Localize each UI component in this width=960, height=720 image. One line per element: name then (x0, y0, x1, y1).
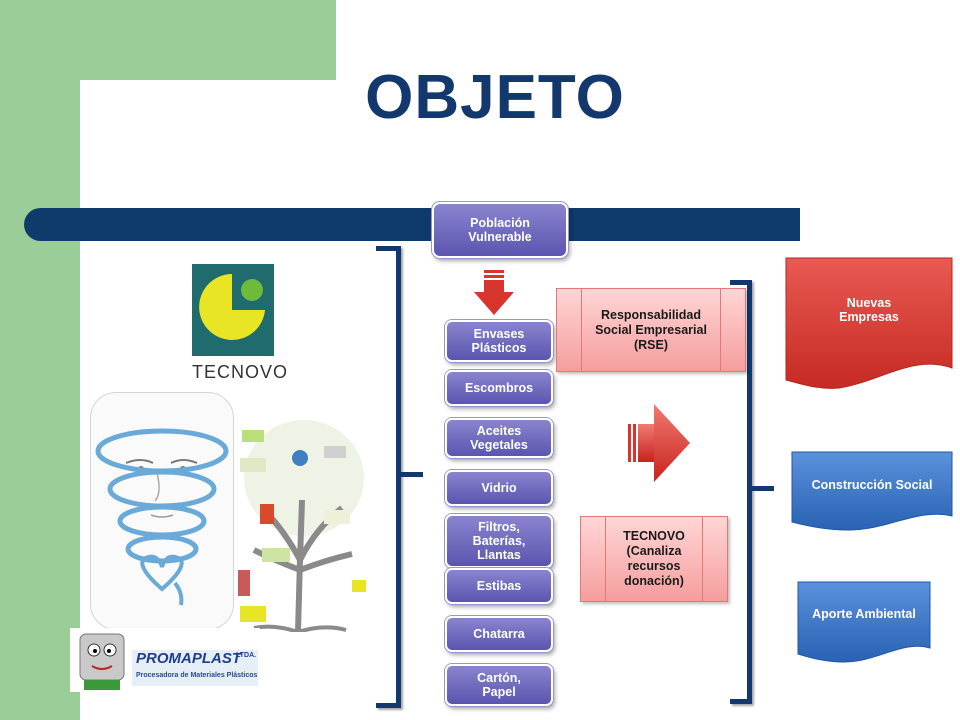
new-companies-label: Nuevas Empresas (839, 296, 899, 324)
social-construction-box: Construcción Social (790, 450, 954, 534)
slide-title: OBJETO (365, 63, 625, 132)
promaplast-suffix: LTDA. (236, 652, 257, 659)
waste-item: Cartón, Papel (445, 664, 553, 706)
tecnovo-logo (192, 264, 274, 356)
social-construction-label: Construcción Social (811, 478, 933, 492)
right-arrow-icon (628, 404, 690, 482)
promaplast-mascot-icon (70, 628, 260, 692)
left-bracket (376, 246, 401, 708)
waste-item: Filtros, Baterías, Llantas (445, 514, 553, 568)
right-bracket (730, 280, 752, 704)
promaplast-name: PROMAPLAST (136, 650, 241, 667)
promaplast-tagline: Procesadora de Materiales Plásticos (136, 672, 258, 679)
rse-label: Responsabilidad Social Empresarial (RSE) (595, 307, 707, 352)
new-companies-box: Nuevas Empresas (784, 256, 954, 394)
spiral-face-icon (95, 428, 229, 606)
waste-item: Vidrio (445, 470, 553, 506)
green-background-left (0, 0, 80, 720)
promaplast-logo: PROMAPLAST LTDA. Procesadora de Material… (70, 624, 260, 694)
left-bracket-tick (401, 472, 423, 477)
rse-box: Responsabilidad Social Empresarial (RSE) (556, 288, 746, 372)
header-bar (24, 208, 800, 241)
waste-item: Envases Plásticos (445, 320, 553, 362)
waste-item: Estibas (445, 568, 553, 604)
population-label: Población Vulnerable (468, 216, 532, 244)
tree-icon (238, 420, 366, 634)
population-box: Población Vulnerable (432, 202, 568, 258)
tecnovo-logo-icon (199, 274, 265, 340)
waste-item: Aceites Vegetales (445, 418, 553, 458)
tecnovo-box: TECNOVO (Canaliza recursos donación) (580, 516, 728, 602)
white-rounded-corner (80, 80, 380, 280)
tecnovo-box-label: TECNOVO (Canaliza recursos donación) (623, 529, 685, 588)
waste-item: Chatarra (445, 616, 553, 652)
down-arrow-icon (474, 270, 514, 315)
face-spiral-illustration (90, 392, 234, 630)
tree-illustration (234, 410, 368, 634)
waste-item: Escombros (445, 370, 553, 406)
tecnovo-logo-text: TECNOVO (192, 362, 289, 382)
environmental-contribution-label: Aporte Ambiental (812, 607, 916, 621)
right-bracket-tick (752, 486, 774, 491)
environmental-contribution-box: Aporte Ambiental (796, 580, 932, 666)
